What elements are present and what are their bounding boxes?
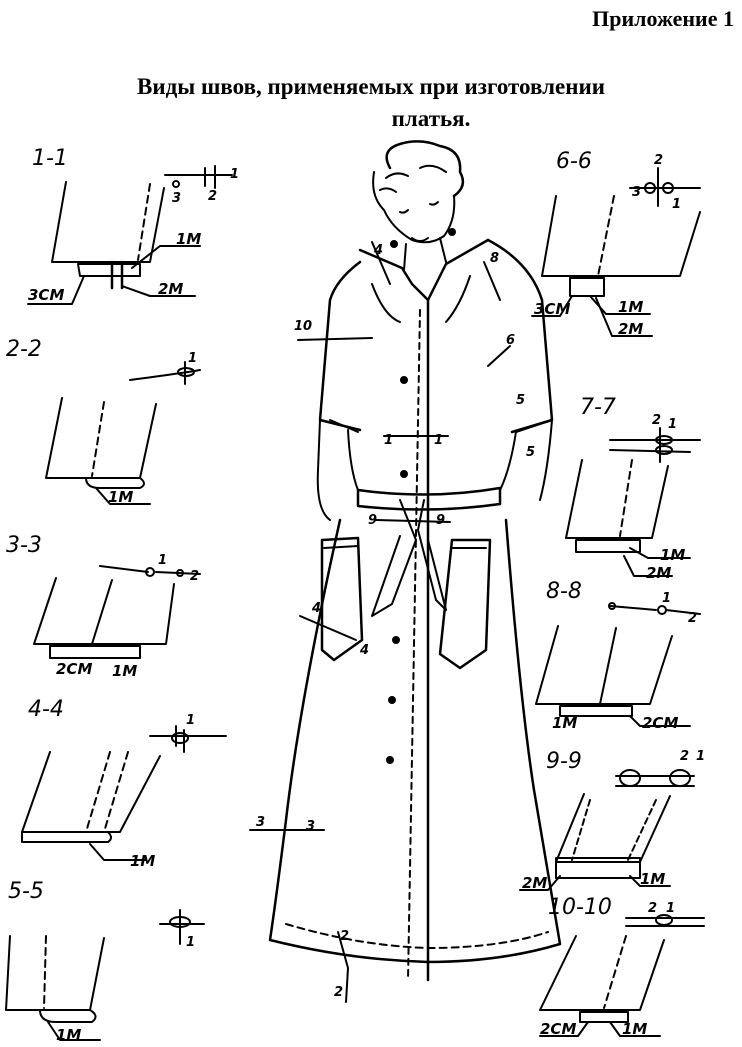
seam-1-1-mark-2m: 2М xyxy=(158,280,183,298)
dress-mark-5a: 5 xyxy=(516,393,525,408)
dress-mark-2a: 2 xyxy=(340,929,349,944)
appendix-label: Приложение 1 xyxy=(592,6,734,31)
seam-1-1-small-2: 2 xyxy=(208,189,217,204)
dress-mark-1b: 1 xyxy=(434,433,443,448)
dress-mark-6: 6 xyxy=(506,333,515,348)
seam-8-8-mark-2cm: 2СМ xyxy=(642,714,678,732)
seam-5-5-mark-1m: 1М xyxy=(56,1026,81,1044)
seam-1-1-small-3: 3 xyxy=(172,191,181,206)
seam-6-6-mark-2m: 2М xyxy=(618,320,643,338)
seam-3-3-small-2: 2 xyxy=(190,569,199,584)
page-title-line-2: платья. xyxy=(391,106,471,131)
seam-5-5-title: 5-5 xyxy=(8,879,44,904)
seam-1-1-mark-1m: 1М xyxy=(176,230,201,248)
seam-4-4-mark-1m: 1М xyxy=(130,852,155,870)
seam-9-9-small-2: 2 xyxy=(680,749,689,764)
seam-9-9: 9-9 2 1 2М 1М xyxy=(519,749,705,892)
seam-5-5-small-1: 1 xyxy=(186,935,195,950)
seam-6-6-small-2: 2 xyxy=(654,153,663,168)
seam-2-2-mark-1m: 1М xyxy=(108,488,133,506)
seam-10-10: 10-10 2 1 2СМ 1М xyxy=(539,895,705,1038)
seam-8-8-mark-1m: 1М xyxy=(552,714,577,732)
dress-mark-9a: 9 xyxy=(368,513,377,528)
dress-mark-4b: 4 xyxy=(359,643,369,658)
seam-6-6-mark-3cm: 3СМ xyxy=(534,300,570,318)
seam-9-9-small-1: 1 xyxy=(696,749,705,764)
dress-mark-10: 10 xyxy=(294,319,312,334)
page-title-line-1: Виды швов, применяемых при изготовлении xyxy=(137,74,605,99)
seam-7-7-mark-2m: 2М xyxy=(646,564,671,582)
seam-4-4: 4-4 1 1М xyxy=(21,697,227,870)
seam-5-5: 5-5 1 1М xyxy=(5,879,205,1044)
seam-7-7-title: 7-7 xyxy=(580,395,616,420)
dress-mark-3a: 3 xyxy=(256,815,265,830)
seam-6-6-mark-1m: 1М xyxy=(618,298,643,316)
seam-6-6-title: 6-6 xyxy=(556,149,592,174)
seam-1-1-small-1: 1 xyxy=(230,167,239,182)
seam-1-1-mark-3cm: 3СМ xyxy=(28,286,64,304)
seam-4-4-title: 4-4 xyxy=(28,697,64,722)
seam-6-6-small-1: 1 xyxy=(672,197,681,212)
seam-10-10-small-1: 1 xyxy=(666,901,675,916)
dress-mark-3b: 3 xyxy=(306,819,315,834)
seam-9-9-mark-2m: 2М xyxy=(522,874,547,892)
dress-mark-9b: 9 xyxy=(436,513,445,528)
seam-3-3: 3-3 1 2 2СМ 1М xyxy=(6,533,201,680)
seam-7-7-mark-1m: 1М xyxy=(660,546,685,564)
seam-7-7-small-1: 1 xyxy=(668,417,677,432)
seam-2-2: 2-2 1 1М xyxy=(6,337,201,506)
seam-3-3-mark-2cm: 2СМ xyxy=(56,660,92,678)
seam-6-6-small-3: 3 xyxy=(632,185,641,200)
dress-mark-8: 8 xyxy=(490,251,499,266)
seam-1-1: 1-1 1 2 3 1М 2М 3СМ xyxy=(27,146,239,305)
seam-10-10-mark-2cm: 2СМ xyxy=(540,1020,576,1038)
seam-2-2-small-1: 1 xyxy=(188,351,197,366)
seam-2-2-title: 2-2 xyxy=(6,337,42,362)
dress-mark-4a: 4 xyxy=(311,601,321,616)
seam-9-9-mark-1m: 1М xyxy=(640,870,665,888)
seam-8-8: 8-8 1 2 1М 2СМ xyxy=(535,579,701,732)
seam-9-9-title: 9-9 xyxy=(546,749,582,774)
seam-8-8-small-2: 2 xyxy=(688,611,697,626)
seam-3-3-mark-1m: 1М xyxy=(112,662,137,680)
seam-1-1-title: 1-1 xyxy=(32,146,68,171)
seam-8-8-small-1: 1 xyxy=(662,591,671,606)
dress-mark-1a: 1 xyxy=(384,433,393,448)
dress-mark-2b: 2 xyxy=(334,985,343,1000)
seam-6-6: 6-6 2 3 1 3СМ 1М 2М xyxy=(531,149,701,338)
seam-4-4-small-1: 1 xyxy=(186,713,195,728)
dress-mark-4: 4 xyxy=(373,243,383,258)
seam-10-10-mark-1m: 1М xyxy=(622,1020,647,1038)
seam-7-7: 7-7 2 1 1М 2М xyxy=(565,395,701,582)
seam-8-8-title: 8-8 xyxy=(546,579,582,604)
dress-figure: 4 8 10 6 5 5 1 1 9 9 4 4 3 3 2 2 xyxy=(249,140,562,1003)
seam-3-3-title: 3-3 xyxy=(6,533,42,558)
seam-10-10-title: 10-10 xyxy=(548,895,612,920)
seam-3-3-small-1: 1 xyxy=(158,553,167,568)
seam-10-10-small-2: 2 xyxy=(648,901,657,916)
dress-mark-5b: 5 xyxy=(526,445,535,460)
seam-7-7-small-2: 2 xyxy=(652,413,661,428)
